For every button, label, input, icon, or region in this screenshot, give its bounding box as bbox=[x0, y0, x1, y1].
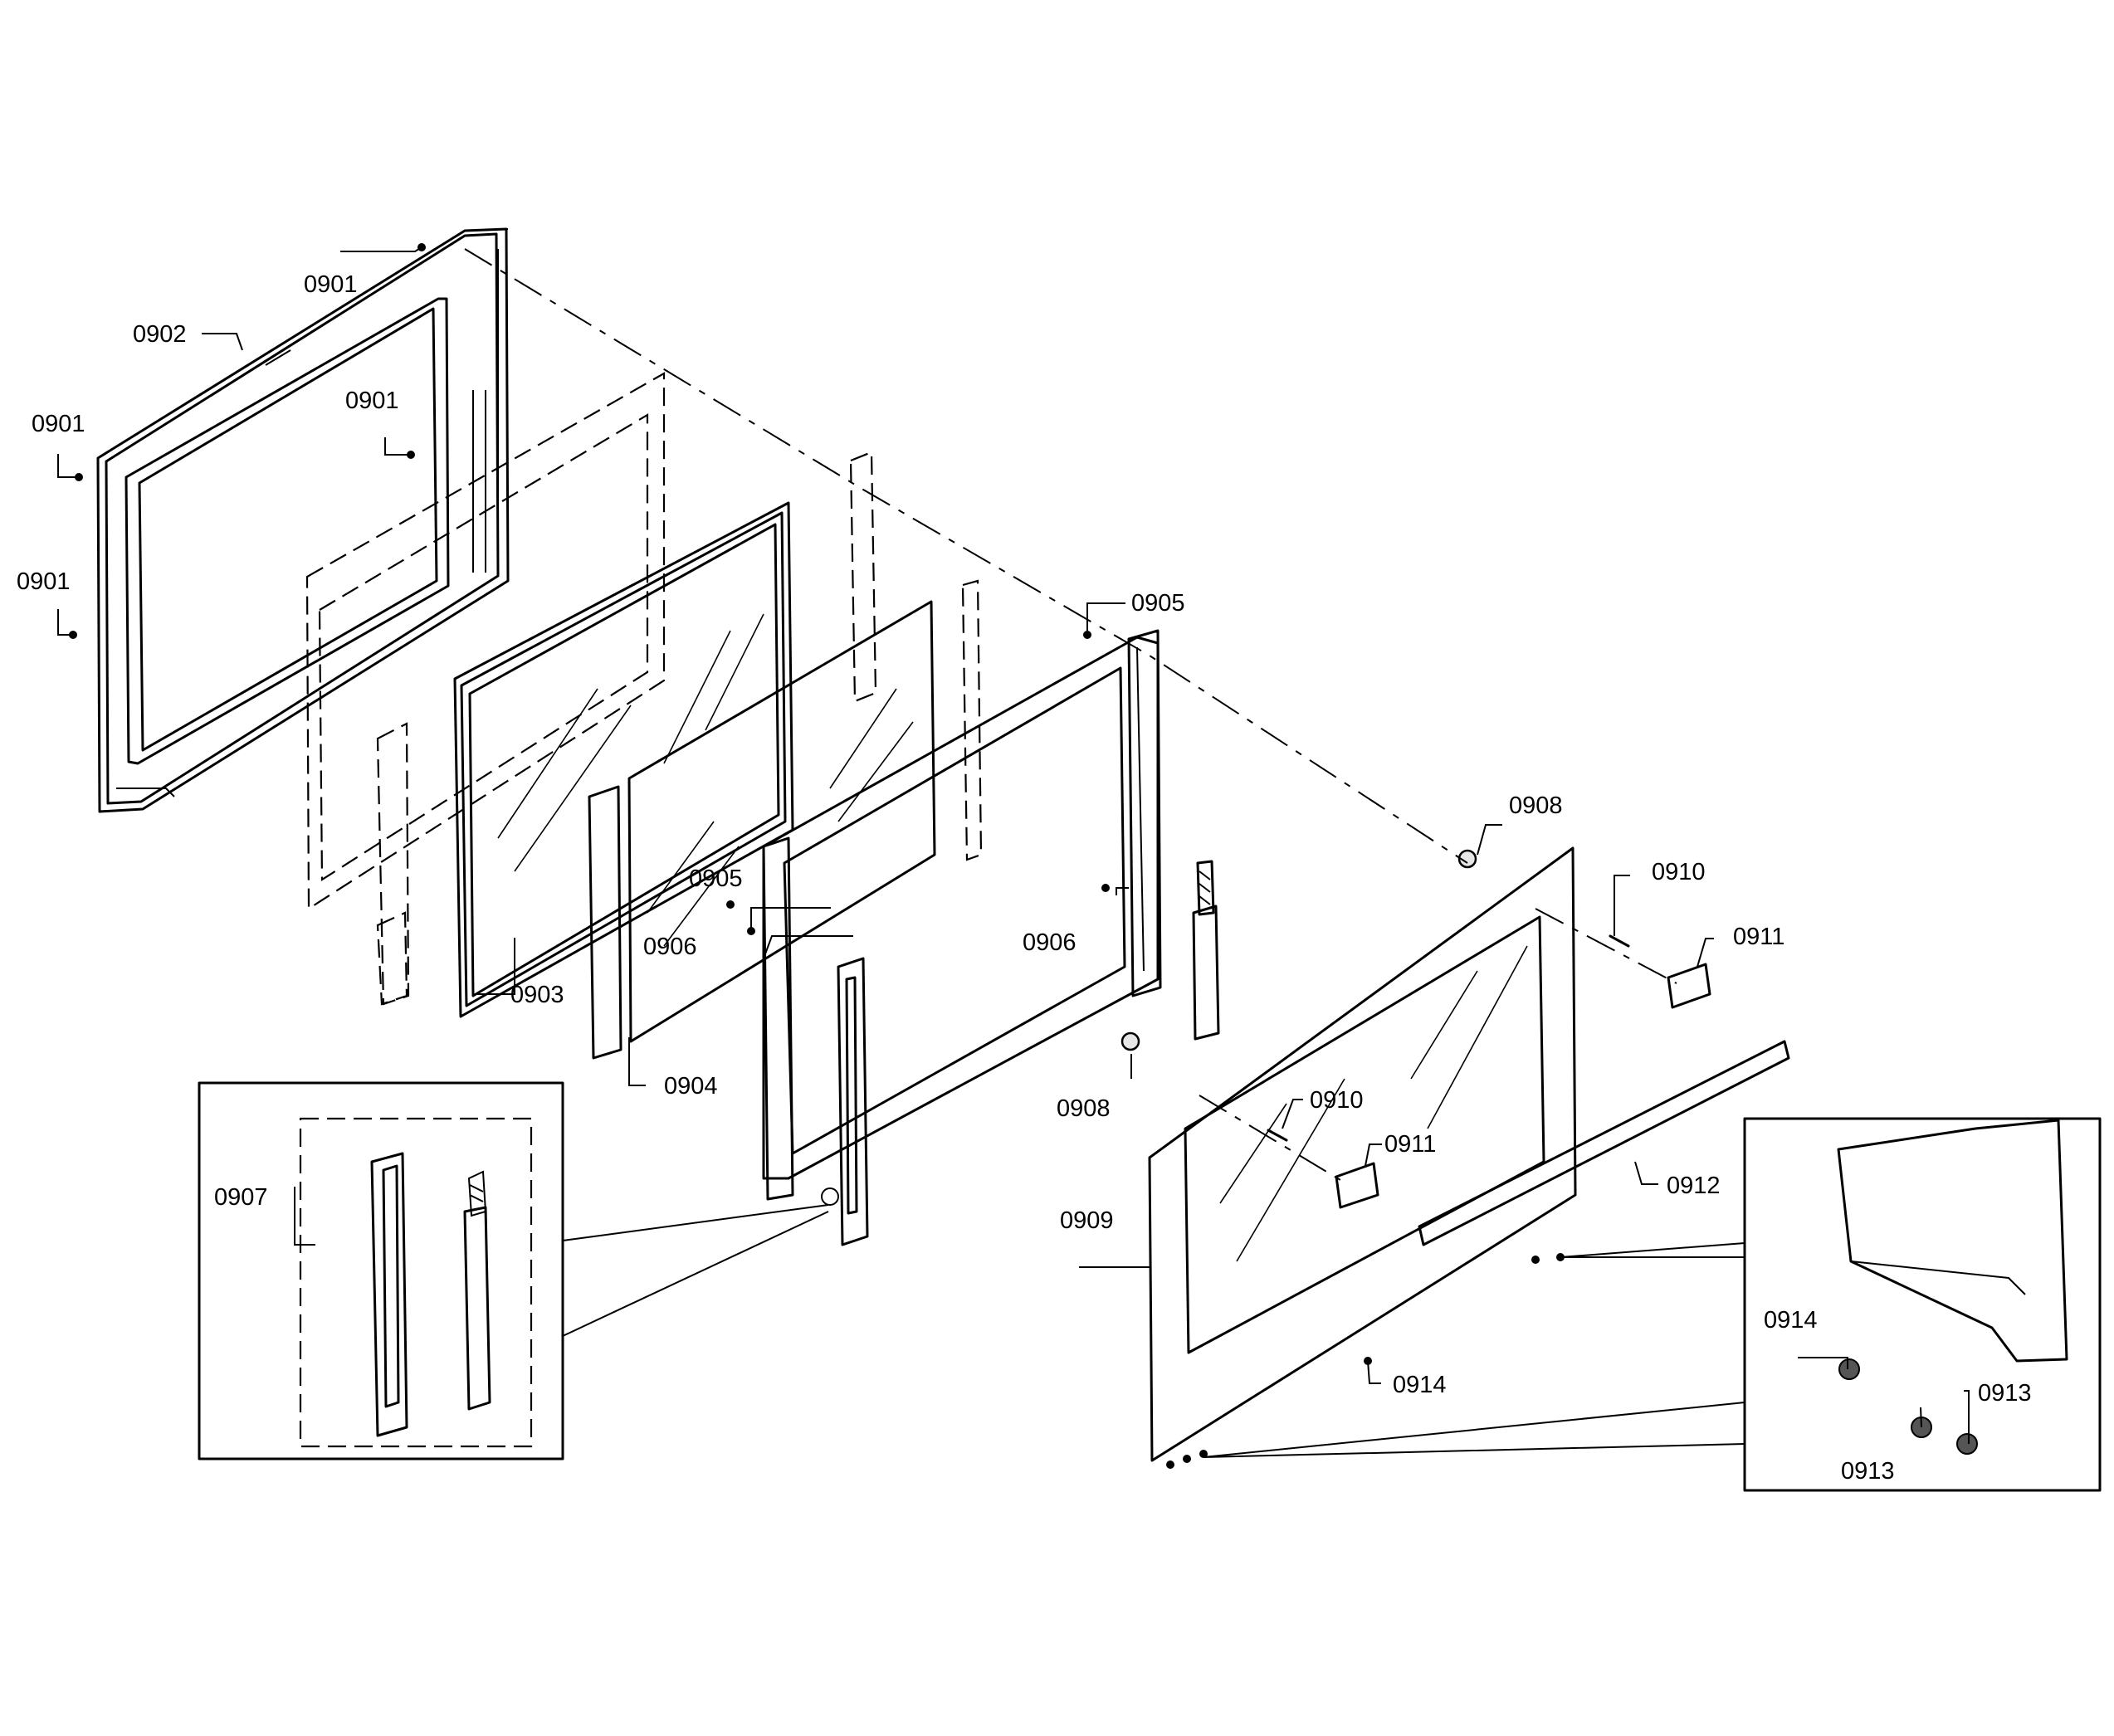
label-0913-bottom: 0913 bbox=[1841, 1458, 1895, 1485]
label-0901-left-upper: 0901 bbox=[32, 411, 85, 437]
label-0908-bottom: 0908 bbox=[1057, 1095, 1111, 1122]
label-0912: 0912 bbox=[1667, 1173, 1721, 1199]
outer-door-panel-0909 bbox=[1148, 846, 1577, 1462]
label-0906-right: 0906 bbox=[1023, 929, 1077, 956]
inner-door-liner bbox=[96, 227, 510, 813]
pins bbox=[1267, 934, 1630, 1142]
label-0904: 0904 bbox=[664, 1073, 718, 1100]
label-leaders bbox=[57, 246, 1970, 1444]
label-0911-bottom: 0911 bbox=[1384, 1131, 1436, 1158]
label-0901-left-lower: 0901 bbox=[17, 568, 71, 595]
part-labels: 0901 0902 0901 0901 0901 0905 0905 0906 … bbox=[17, 271, 2032, 1485]
glass-pane-0903 bbox=[453, 501, 794, 1018]
side-strip-left bbox=[376, 722, 410, 1006]
label-0909: 0909 bbox=[1060, 1207, 1114, 1234]
label-0911-top: 0911 bbox=[1733, 924, 1784, 950]
door-handle-0912 bbox=[1418, 1040, 1790, 1246]
label-0905-top: 0905 bbox=[1131, 590, 1185, 617]
label-0914-main: 0914 bbox=[1393, 1372, 1447, 1398]
label-0907: 0907 bbox=[214, 1184, 268, 1211]
assembly-lines bbox=[464, 248, 1677, 1183]
label-0905-mid: 0905 bbox=[689, 866, 743, 892]
label-0910-bottom: 0910 bbox=[1310, 1087, 1364, 1114]
callout-dots bbox=[69, 243, 1565, 1469]
glass-pane-0904 bbox=[588, 600, 936, 1060]
label-0901-mid: 0901 bbox=[345, 388, 399, 414]
label-0908-top: 0908 bbox=[1509, 792, 1563, 819]
handle-end-caps bbox=[1335, 963, 1711, 1209]
screw-connectors bbox=[1203, 1242, 1745, 1458]
hinge-right bbox=[1192, 860, 1220, 1041]
label-0901-top: 0901 bbox=[304, 271, 358, 298]
door-frame-0905 bbox=[762, 629, 1162, 1201]
label-0903: 0903 bbox=[510, 982, 564, 1008]
label-0914-detail: 0914 bbox=[1764, 1307, 1818, 1334]
spacers bbox=[1120, 849, 1477, 1051]
label-0913-right: 0913 bbox=[1978, 1380, 2032, 1407]
hinge-detail-box bbox=[198, 1081, 564, 1460]
label-0902: 0902 bbox=[133, 321, 187, 348]
label-0910-top: 0910 bbox=[1652, 859, 1706, 885]
side-channel-dashed bbox=[849, 451, 983, 861]
screw-detail-box bbox=[1743, 1117, 2102, 1492]
label-0906-left: 0906 bbox=[643, 934, 697, 960]
hinge-center bbox=[821, 957, 869, 1246]
detail-connectors bbox=[562, 1204, 829, 1337]
